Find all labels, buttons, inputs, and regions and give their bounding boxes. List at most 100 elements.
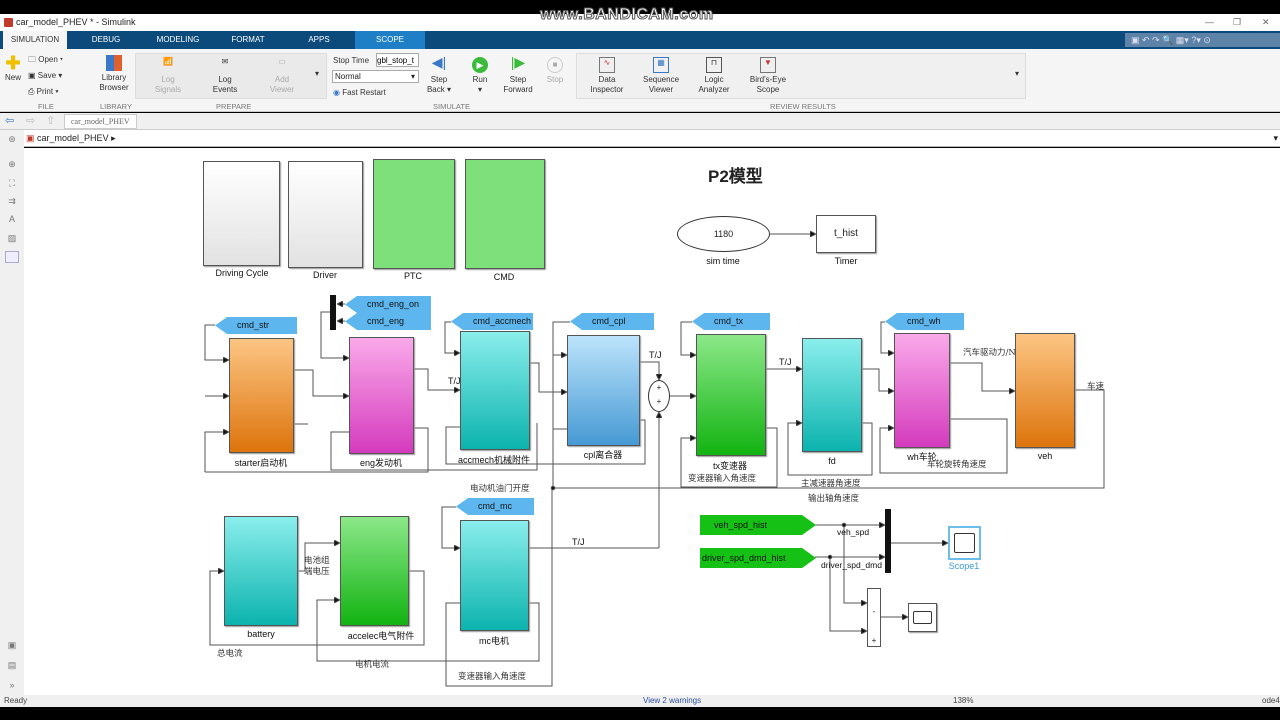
goto-cmd-eng-on[interactable]: cmd_eng_on [345, 296, 431, 313]
block-mc[interactable] [460, 520, 529, 631]
goto-cmd-eng[interactable]: cmd_eng [345, 313, 431, 330]
status-state: Ready [4, 696, 28, 705]
solver-name[interactable]: ode4 [1262, 696, 1280, 705]
fast-restart-button[interactable]: ◉ Fast Restart [333, 88, 386, 97]
model-tab[interactable]: car_model_PHEV [64, 114, 137, 129]
sum-speed-error[interactable]: -+ [867, 588, 881, 647]
tab-modeling[interactable]: MODELING [156, 35, 200, 44]
up-arrow-icon[interactable]: ⇧ [46, 115, 56, 127]
goto-cmd-wh[interactable]: cmd_wh [885, 313, 964, 330]
label-cmd: CMD [493, 272, 515, 282]
stop-button[interactable]: ■Stop [544, 57, 566, 85]
block-veh[interactable] [1015, 333, 1075, 448]
back-arrow-icon[interactable]: ⇦ [5, 115, 15, 127]
close-button[interactable]: ✕ [1262, 17, 1270, 27]
block-eng[interactable] [349, 337, 414, 454]
property-inspector-icon[interactable]: ▤ [7, 660, 17, 670]
signal-battery-voltage: 电池组 端电压 [304, 556, 330, 577]
log-events-button[interactable]: ✉Log Events [212, 57, 238, 94]
goto-cmd-mc[interactable]: cmd_mc [456, 498, 534, 515]
library-browser-button[interactable]: Library Browser [96, 55, 132, 93]
goto-cmd-cpl[interactable]: cmd_cpl [570, 313, 654, 330]
signal-motor-current: 电机电流 [355, 660, 390, 670]
goto-cmd-str[interactable]: cmd_str [215, 317, 297, 334]
zoom-icon[interactable]: ⊕ [8, 159, 16, 169]
sum-torque[interactable]: ++ [648, 380, 670, 412]
tab-scope[interactable]: SCOPE [355, 31, 425, 49]
block-fd[interactable] [802, 338, 862, 452]
group-review-results: REVIEW RESULTS [770, 102, 836, 111]
address-dropdown[interactable]: ▾ [1273, 133, 1278, 143]
hide-explorer-icon[interactable]: ⊛ [8, 134, 16, 144]
restore-button[interactable]: ❐ [1233, 17, 1242, 27]
title-bar: car_model_PHEV * - Simulink www.BANDICAM… [0, 6, 1280, 31]
from-driver-spd-dmd-hist[interactable]: driver_spd_dmd_hist [700, 548, 816, 568]
group-file: FILE [38, 102, 54, 111]
label-accmech: accmech机械附件 [457, 455, 531, 465]
tab-debug[interactable]: DEBUG [91, 35, 121, 44]
from-veh-spd-hist[interactable]: veh_spd_hist [700, 515, 816, 535]
step-forward-button[interactable]: |▶Step Forward [503, 54, 533, 94]
image-icon[interactable]: ▨ [7, 233, 17, 243]
tab-format[interactable]: FORMAT [231, 35, 265, 44]
scope1-block[interactable] [948, 526, 981, 560]
data-inspector-button[interactable]: ∿Data Inspector [590, 57, 624, 94]
signal-routing-icon[interactable]: ⇉ [8, 196, 16, 206]
tab-apps[interactable]: APPS [308, 35, 330, 44]
new-button[interactable]: ✚New [4, 53, 21, 82]
prepare-expand[interactable]: ▾ [315, 69, 320, 78]
save-button[interactable]: ▣ Save ▾ [28, 71, 63, 80]
open-button[interactable]: 🗀 Open ▾ [28, 55, 63, 64]
minimize-button[interactable]: — [1205, 17, 1214, 27]
sim-time-display[interactable]: 1180 [677, 216, 770, 252]
block-accelec[interactable] [340, 516, 409, 626]
model-icon: ▣ [26, 133, 35, 143]
goto-cmd-accmech[interactable]: cmd_accmech [451, 313, 533, 330]
birds-eye-scope-button[interactable]: ▼Bird's-Eye Scope [749, 57, 787, 94]
window-title: car_model_PHEV * - Simulink [16, 17, 136, 27]
block-cmd[interactable] [465, 159, 545, 269]
model-canvas[interactable]: P2模型 Driving Cycle Driver PTC CMD 1180 s… [24, 148, 1280, 695]
block-wh[interactable] [894, 333, 950, 448]
block-cpl[interactable] [567, 335, 640, 446]
block-ptc[interactable] [373, 159, 455, 269]
breadcrumb[interactable]: car_model_PHEV [37, 133, 109, 143]
block-timer[interactable]: t_hist [816, 215, 876, 253]
model-title: P2模型 [708, 167, 763, 186]
block-starter[interactable] [229, 338, 294, 453]
step-forward-icon: |▶ [510, 54, 526, 70]
area-icon[interactable] [5, 251, 19, 263]
run-button[interactable]: ▶Run▾ [468, 57, 492, 95]
block-tx[interactable] [696, 334, 766, 456]
step-back-button[interactable]: ◀|Step Back ▾ [426, 54, 452, 94]
warnings-link[interactable]: View 2 warnings [643, 696, 702, 705]
logic-analyzer-button[interactable]: ⊓Logic Analyzer [698, 57, 730, 94]
stop-time-input[interactable] [376, 53, 419, 67]
mux-speed[interactable] [885, 509, 891, 573]
forward-arrow-icon[interactable]: ⇨ [26, 115, 36, 127]
annotation-icon[interactable]: A [8, 214, 15, 224]
block-battery[interactable] [224, 516, 298, 626]
mux-engine[interactable] [330, 295, 336, 330]
add-viewer-button[interactable]: ▭Add Viewer [269, 57, 295, 94]
block-accmech[interactable] [460, 331, 530, 450]
signal-veh-spd: veh_spd [837, 527, 870, 537]
screenshot-icon[interactable]: ▣ [7, 640, 17, 650]
tool-palette: ⊛ ⊕ ⛶ ⇉ A ▨ ▣ ▤ » [0, 130, 24, 695]
log-signals-button[interactable]: 📶Log Signals [154, 57, 182, 94]
block-driver[interactable] [288, 161, 363, 268]
sequence-viewer-button[interactable]: ▦Sequence Viewer [642, 57, 680, 94]
group-library: LIBRARY [100, 102, 132, 111]
goto-cmd-tx[interactable]: cmd_tx [692, 313, 770, 330]
label-tx: tx变速器 [712, 461, 748, 471]
review-expand[interactable]: ▾ [1015, 69, 1020, 78]
print-button[interactable]: ⎙ Print ▾ [28, 87, 59, 96]
library-icon [106, 55, 122, 71]
scope2-block[interactable] [908, 603, 937, 632]
quick-access-toolbar[interactable]: ▣ ↶ ↷ 🔍 ▦▾ ?▾ ⊙ [1125, 33, 1280, 47]
tab-simulation[interactable]: SIMULATION [3, 31, 67, 49]
block-driving-cycle[interactable] [203, 161, 280, 266]
fit-view-icon[interactable]: ⛶ [8, 178, 16, 188]
simulation-mode-select[interactable]: Normal▾ [332, 70, 419, 83]
expand-palette-icon[interactable]: » [9, 680, 15, 690]
